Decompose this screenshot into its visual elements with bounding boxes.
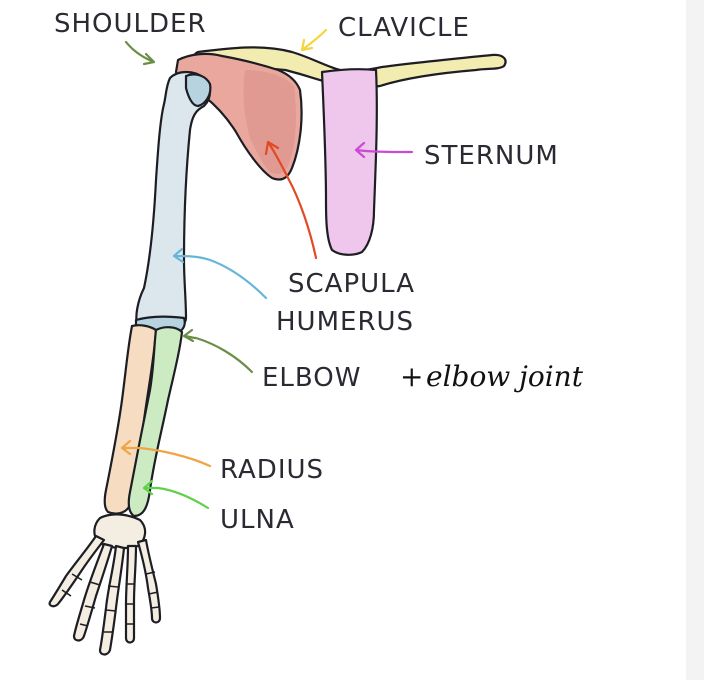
clavicle-arrow bbox=[300, 28, 328, 52]
ulna-bone bbox=[127, 326, 184, 518]
sternum-arrow bbox=[354, 141, 414, 159]
radius-label: RADIUS bbox=[220, 455, 324, 485]
humerus-bone bbox=[135, 70, 212, 332]
finger-thumb bbox=[48, 534, 106, 608]
hand-bones bbox=[48, 513, 162, 656]
sternum-label: STERNUM bbox=[424, 141, 559, 171]
shoulder-arrow bbox=[124, 40, 156, 66]
humerus-arrow bbox=[172, 247, 268, 300]
humerus-label: HUMERUS bbox=[276, 307, 414, 337]
humerus-head bbox=[184, 73, 212, 108]
finger-little bbox=[136, 538, 162, 624]
page-edge-strip bbox=[686, 0, 704, 680]
radius-arrow bbox=[120, 439, 212, 468]
elbow-arrow bbox=[182, 328, 254, 374]
finger-joint-lines bbox=[61, 571, 160, 633]
scapula-shadow bbox=[243, 70, 296, 174]
ulna-arrow bbox=[142, 479, 210, 510]
finger-index bbox=[72, 542, 114, 642]
clavicle-label: CLAVICLE bbox=[338, 13, 470, 43]
ulna-label: ULNA bbox=[220, 505, 295, 535]
elbow-joint-label: elbow joint bbox=[426, 360, 584, 393]
elbow-plus-label: + bbox=[400, 360, 423, 393]
scapula-label: SCAPULA bbox=[288, 269, 415, 299]
shoulder-label: SHOULDER bbox=[54, 9, 207, 39]
sternum-bone bbox=[320, 68, 378, 256]
finger-middle bbox=[98, 544, 126, 656]
elbow-label: ELBOW bbox=[262, 363, 361, 393]
scapula-arrow bbox=[264, 140, 318, 260]
finger-ring bbox=[124, 544, 138, 644]
